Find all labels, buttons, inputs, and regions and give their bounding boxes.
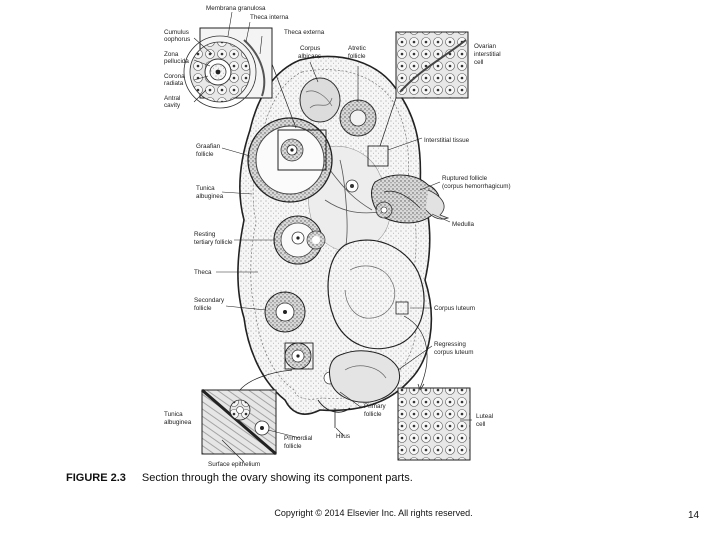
label-tunica-albuginea-2: albuginea (196, 193, 224, 200)
cortex-follicles (345, 179, 393, 219)
label-surface-epithelium: Surface epithelium (208, 461, 260, 468)
label-corona-radiata-2: radiata (164, 80, 184, 87)
label-primordial-follicle-2: follicle (284, 443, 302, 450)
secondary-follicle (264, 291, 306, 333)
inset-surface-epithelium (201, 369, 293, 456)
label-tunica-albuginea-1: Tunica (196, 185, 215, 192)
label-ruptured-follicle-2: (corpus hemorrhagicum) (442, 183, 511, 190)
label-luteal-cell-1: Luteal (476, 413, 493, 420)
label-atretic-follicle-1: Atretic (348, 45, 366, 52)
label-membrana-granulosa: Membrana granulosa (206, 5, 266, 12)
label-ovarian-interstitial-cell-1: Ovarian (474, 43, 497, 50)
figure-caption: FIGURE 2.3 Section through the ovary show… (66, 472, 413, 484)
diagram-labels: Membrana granulosa Theca interna Theca e… (164, 5, 511, 468)
label-tunica-albuginea-inset-2: albuginea (164, 419, 192, 426)
label-ovarian-interstitial-cell-3: cell (474, 59, 483, 66)
corpus-albicans (299, 77, 341, 123)
label-zona-pellucida-1: Zona (164, 51, 179, 58)
graafian-follicle (247, 117, 333, 203)
hilus (317, 399, 351, 428)
ovary-section-diagram: Membrana granulosa Theca interna Theca e… (164, 5, 511, 468)
label-corpus-luteum: Corpus luteum (434, 305, 475, 312)
figure-caption-text: Section through the ovary showing its co… (141, 472, 413, 484)
label-resting-tertiary-follicle-1: Resting (194, 231, 216, 238)
corpus-luteum (327, 239, 425, 350)
label-primordial-follicle-1: Primordial (284, 435, 312, 442)
label-corona-radiata-1: Corona (164, 73, 185, 80)
label-regressing-corpus-luteum-2: corpus luteum (434, 349, 474, 356)
interstitial-tissue-box (367, 145, 389, 167)
label-resting-tertiary-follicle-2: tertiary follicle (194, 239, 233, 246)
label-interstitial-tissue: Interstitial tissue (424, 137, 470, 144)
label-antral-cavity-2: cavity (164, 102, 181, 109)
label-corpus-albicans-2: albicans (298, 53, 321, 60)
inset-luteal-cells (397, 315, 471, 461)
label-zona-pellucida-2: pellucida (164, 58, 189, 65)
label-ovarian-interstitial-cell-2: interstitial (474, 51, 501, 58)
label-secondary-follicle-1: Secondary (194, 297, 225, 304)
label-primary-follicle-1: Primary (364, 403, 387, 410)
label-tunica-albuginea-inset-1: Tunica (164, 411, 183, 418)
inset-follicle-detail (183, 27, 297, 129)
label-medulla: Medulla (452, 221, 475, 228)
page-number: 14 (688, 510, 700, 521)
label-atretic-follicle-2: follicle (348, 53, 366, 60)
atretic-follicle (339, 99, 377, 137)
leader-lines (193, 11, 472, 463)
label-cumulus-oophorus-1: Cumulus (164, 29, 189, 36)
label-secondary-follicle-2: follicle (194, 305, 212, 312)
label-corpus-albicans-1: Corpus (300, 45, 320, 52)
label-theca: Theca (194, 269, 212, 276)
label-luteal-cell-2: cell (476, 421, 485, 428)
inset-interstitial-cell (379, 31, 469, 147)
label-hilus: Hilus (336, 433, 350, 440)
label-graafian-follicle-2: follicle (196, 151, 214, 158)
label-theca-externa: Theca externa (284, 29, 325, 36)
label-cumulus-oophorus-2: oophorus (164, 36, 190, 43)
label-antral-cavity-1: Antral (164, 95, 180, 102)
label-ruptured-follicle-1: Ruptured follicle (442, 175, 488, 182)
label-theca-interna: Theca interna (250, 14, 289, 21)
label-regressing-corpus-luteum-1: Regressing (434, 341, 466, 348)
label-primary-follicle-2: follicle (364, 411, 382, 418)
resting-tertiary-follicle (273, 215, 326, 265)
regressing-corpus-luteum (329, 350, 400, 403)
figure-number: FIGURE 2.3 (66, 472, 126, 484)
label-graafian-follicle-1: Graafian (196, 143, 221, 150)
copyright-notice: Copyright © 2014 Elsevier Inc. All right… (274, 508, 473, 518)
